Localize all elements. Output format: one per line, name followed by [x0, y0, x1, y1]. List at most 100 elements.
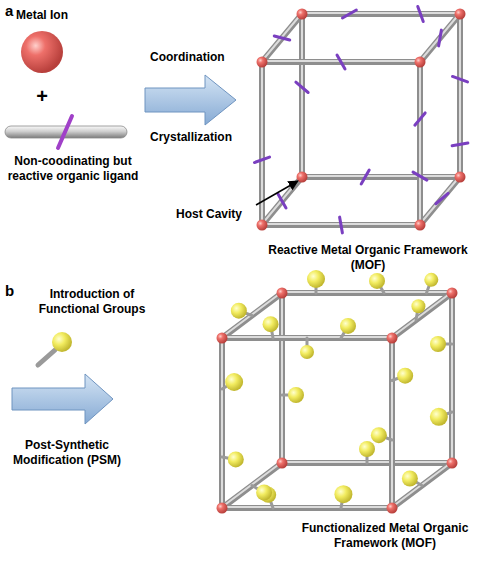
- functionalized-mof-cube: [217, 270, 458, 514]
- reactive-group: [278, 194, 286, 208]
- reactive-group: [361, 170, 369, 184]
- functional-group-sphere: [424, 273, 438, 287]
- metal-node: [297, 172, 308, 183]
- framework-strut-highlight: [391, 337, 393, 507]
- reactive-group: [296, 82, 308, 92]
- framework-strut: [262, 14, 302, 62]
- functional-group-sphere: [411, 299, 425, 313]
- caption-label: Host Cavity: [176, 207, 256, 222]
- reactive-group: [340, 217, 343, 233]
- metal-node: [455, 172, 466, 183]
- framework-strut: [417, 62, 423, 225]
- framework-strut: [222, 463, 282, 508]
- framework-strut-highlight: [222, 462, 282, 507]
- reactive-group: [342, 10, 356, 18]
- psm-arrow: [12, 374, 113, 424]
- framework-strut-highlight: [221, 337, 223, 507]
- framework-strut-highlight: [262, 13, 302, 61]
- caption-label: Introduction of Functional Groups: [30, 287, 154, 317]
- metal-node: [257, 57, 268, 68]
- functional-group-sphere: [359, 441, 375, 457]
- metal-node: [297, 9, 308, 20]
- reactive-group: [439, 30, 442, 46]
- framework-strut-highlight: [420, 13, 460, 61]
- metal-node: [447, 458, 458, 469]
- reactive-group: [254, 157, 269, 162]
- framework-strut-highlight: [420, 176, 460, 224]
- functional-group-sphere: [307, 270, 325, 288]
- framework-strut-highlight: [459, 13, 461, 176]
- framework-strut: [457, 14, 463, 177]
- framework-strut-highlight: [301, 13, 303, 176]
- framework-strut-highlight: [392, 292, 452, 337]
- functional-group-sphere: [288, 387, 304, 403]
- functional-group-sphere: [263, 316, 279, 332]
- caption-label: Post-Synthetic Modification (PSM): [12, 438, 122, 468]
- plus-sign: +: [30, 84, 54, 109]
- framework-strut-highlight: [419, 61, 421, 224]
- framework-strut: [299, 14, 305, 177]
- functional-group-sphere: [52, 332, 72, 352]
- caption-label: Functionalized Metal Organic Framework (…: [300, 521, 470, 551]
- framework-strut-highlight: [302, 175, 460, 177]
- metal-node: [387, 503, 398, 514]
- metal-node: [277, 458, 288, 469]
- reactive-group: [436, 193, 448, 203]
- functional-group-sphere: [228, 451, 244, 467]
- framework-strut: [262, 177, 302, 225]
- functional-group-sphere: [430, 408, 448, 426]
- functional-group-sphere: [231, 303, 247, 319]
- caption-label: Crystallization: [150, 130, 255, 145]
- framework-strut-highlight: [451, 292, 453, 462]
- reactive-group: [58, 116, 72, 148]
- metal-node: [387, 333, 398, 344]
- reactive-group: [413, 172, 427, 180]
- functional-group-sphere: [225, 373, 243, 391]
- functional-group-sphere: [340, 318, 356, 334]
- metal-node: [447, 288, 458, 299]
- metal-node: [217, 333, 228, 344]
- metal-node: [257, 220, 268, 231]
- reactive-group: [415, 113, 425, 125]
- metal-node: [415, 57, 426, 68]
- metal-node: [415, 220, 426, 231]
- framework-strut: [222, 293, 282, 338]
- caption-label: Coordination: [150, 50, 250, 65]
- reactive-group: [337, 55, 345, 69]
- reactive-group: [452, 143, 468, 146]
- functional-group-stick: [38, 350, 55, 365]
- framework-strut: [420, 14, 460, 62]
- reactive-group: [452, 76, 467, 81]
- panel-letter: b: [5, 281, 25, 300]
- metal-node: [455, 9, 466, 20]
- framework-strut: [392, 293, 452, 338]
- caption-label: Non-coodinating but reactive organic lig…: [3, 154, 143, 184]
- functional-group-sphere: [371, 427, 387, 443]
- framework-strut: [222, 505, 392, 511]
- framework-strut-highlight: [302, 12, 460, 14]
- reactive-group: [274, 36, 289, 40]
- functional-group-sphere: [256, 485, 272, 501]
- framework-strut: [389, 338, 395, 508]
- framework-strut-highlight: [281, 292, 283, 462]
- framework-strut-highlight: [392, 462, 452, 507]
- leader-line: [256, 181, 298, 205]
- caption-label: Metal Ion: [6, 8, 78, 23]
- framework-strut: [449, 293, 455, 463]
- metal-node: [217, 503, 228, 514]
- framework-strut-highlight: [222, 506, 392, 508]
- functional-group-sphere: [430, 336, 446, 352]
- functional-group-sphere: [334, 485, 352, 503]
- functional-group-sphere: [369, 273, 385, 289]
- reactive-mof-cube: [254, 6, 467, 232]
- framework-strut-highlight: [262, 176, 302, 224]
- caption-label: Reactive Metal Organic Framework (MOF): [262, 243, 474, 273]
- framework-strut: [219, 338, 225, 508]
- functional-group-sphere: [300, 345, 314, 359]
- framework-strut: [420, 177, 460, 225]
- metal-node: [277, 288, 288, 299]
- framework-strut-highlight: [261, 61, 263, 224]
- functional-group-sphere: [402, 471, 418, 487]
- framework-strut: [392, 463, 452, 508]
